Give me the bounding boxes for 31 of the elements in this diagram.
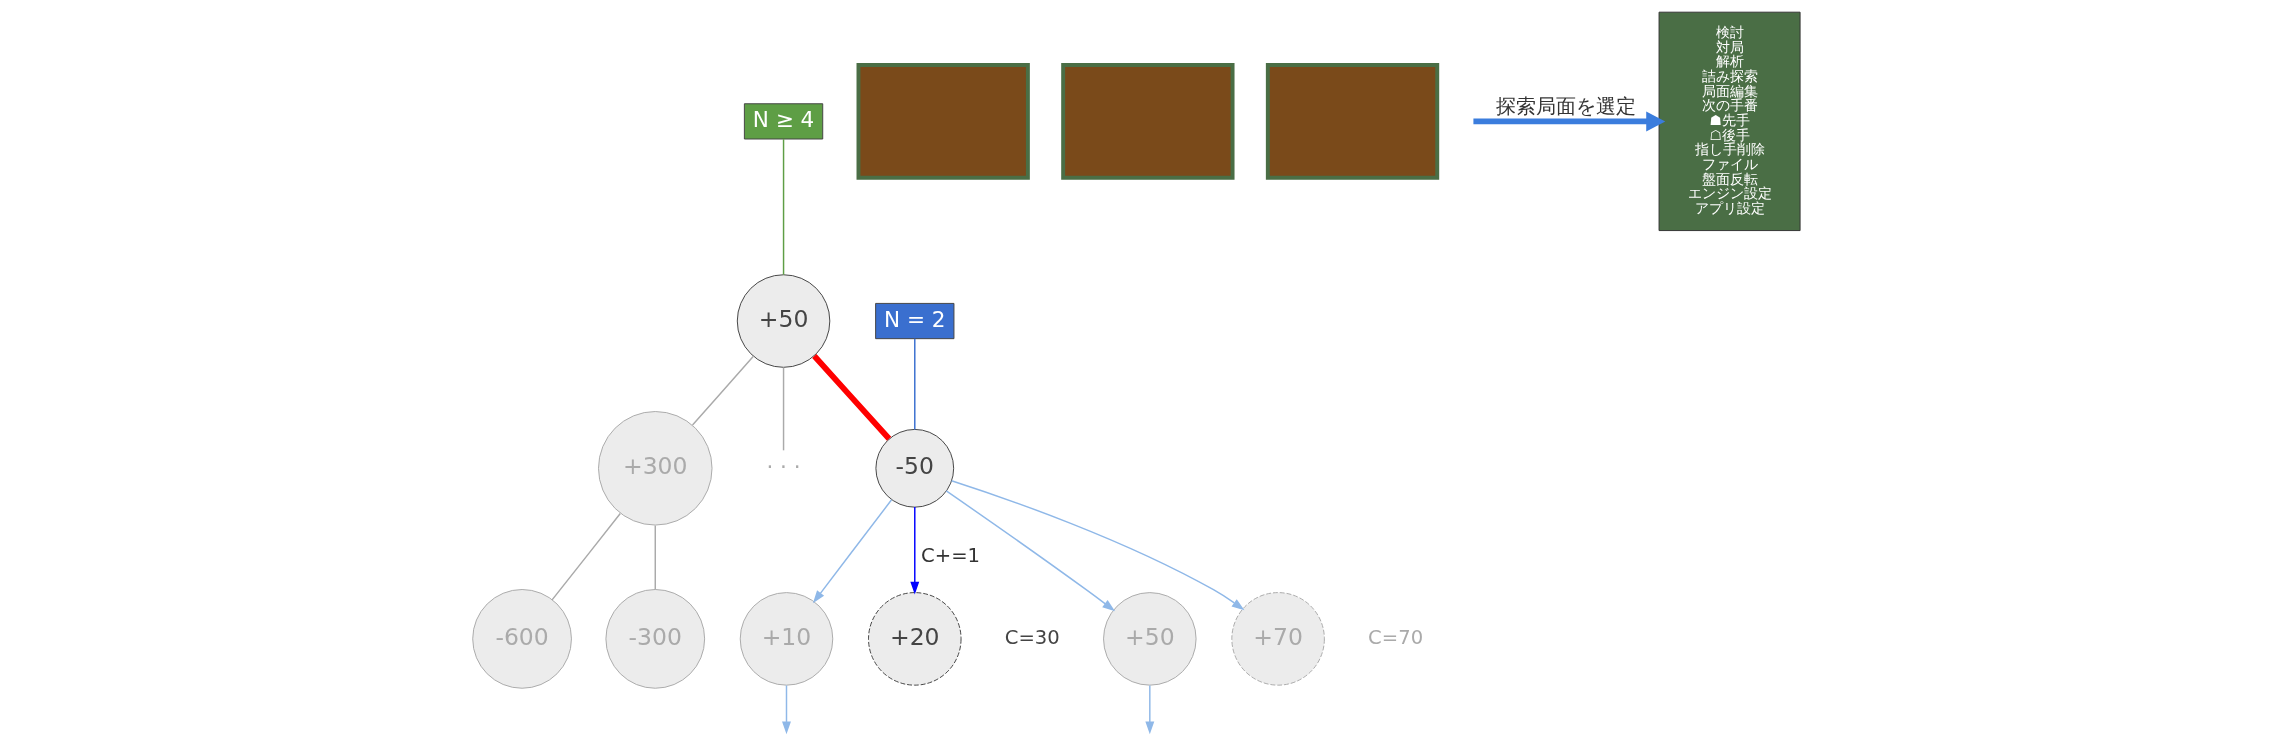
node-circle: +20: [867, 592, 962, 686]
arrow: [1144, 684, 1154, 735]
node-box: 検討 対局 解析 詰み探索 局面編集 次の手番 ☗先手 ☖後手 指し手削除 ファイル 盤面反転 エンジン設定 アプリ設定: [1658, 11, 1801, 232]
connector: [782, 138, 784, 276]
edge-label: C+=1: [920, 544, 980, 568]
node-label: C=30: [1004, 625, 1060, 649]
connector: [691, 355, 754, 426]
node-box: [1060, 63, 1235, 180]
connector: [913, 337, 915, 431]
node-label: C=70: [1367, 625, 1423, 649]
connector: [811, 354, 891, 441]
node-circle: -50: [874, 428, 954, 508]
node-box: [1265, 63, 1439, 180]
connector: [654, 524, 656, 591]
node-box: N = 2: [874, 302, 954, 340]
node-circle: -600: [471, 589, 572, 689]
connector: [782, 366, 784, 452]
node-circle: -300: [604, 589, 705, 689]
node-box: N ≥ 4: [743, 103, 823, 140]
arrow: [781, 684, 791, 735]
node-circle: +50: [736, 274, 830, 368]
arrow: [945, 490, 1115, 612]
edge-label: 探索局面を選定: [1495, 94, 1636, 118]
node-text: · · ·: [765, 453, 801, 479]
arrow: [1472, 111, 1665, 132]
arrow: [909, 506, 919, 595]
arrow: [812, 499, 892, 604]
connector: [550, 512, 621, 601]
node-box: [856, 63, 1030, 180]
node-circle: +300: [597, 411, 713, 526]
arrow: [950, 479, 1244, 611]
